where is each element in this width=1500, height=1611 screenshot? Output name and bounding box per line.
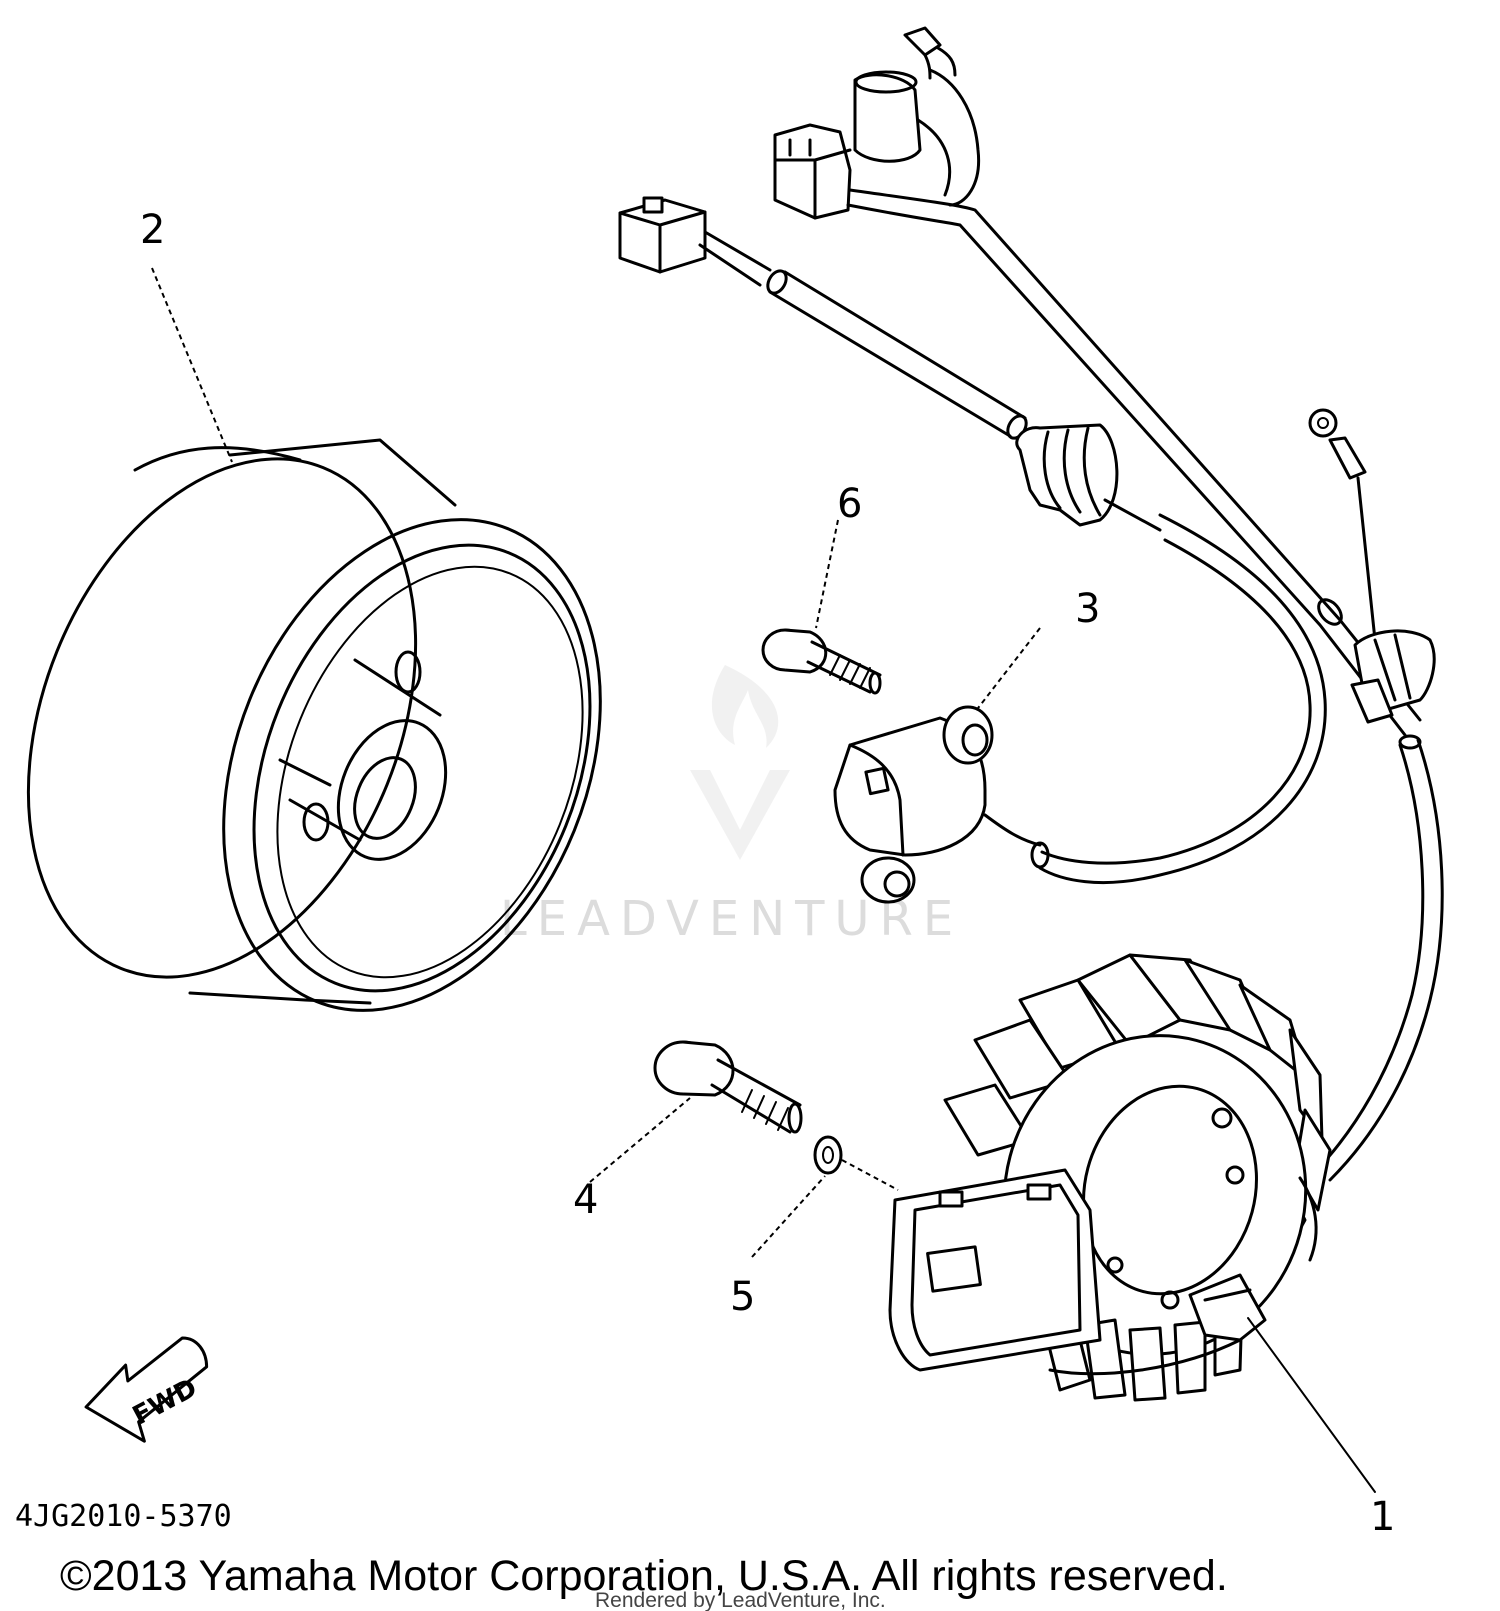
- bolt-drawing: [653, 1040, 803, 1134]
- screw-drawing: [761, 628, 882, 695]
- stator-drawing: [888, 953, 1332, 1402]
- rotor-flywheel-drawing: [26, 438, 602, 1012]
- callout-6: 6: [837, 481, 862, 527]
- leadventure-watermark-logo: [690, 665, 790, 860]
- callout-1: 1: [1370, 1494, 1395, 1540]
- pickup-coil-drawing: [833, 705, 1050, 904]
- rendered-by-notice: Rendered by LeadVenture, Inc.: [595, 1589, 886, 1611]
- copyright-notice: ©2013 Yamaha Motor Corporation, U.S.A. A…: [60, 1552, 1228, 1600]
- wire-harness-drawing: [618, 26, 1444, 1182]
- washer-drawing: [813, 1135, 843, 1175]
- callout-2: 2: [140, 207, 165, 253]
- callout-3: 3: [1075, 586, 1100, 632]
- callout-4: 4: [573, 1177, 598, 1223]
- diagram-code: 4JG2010-5370: [15, 1499, 232, 1534]
- callout-5: 5: [730, 1274, 755, 1320]
- forward-direction-arrow: FWD: [84, 1336, 209, 1443]
